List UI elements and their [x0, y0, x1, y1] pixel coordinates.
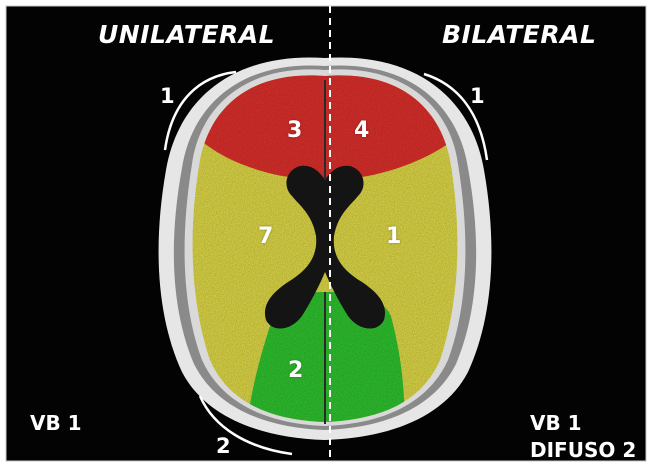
corner-right-line1: VB 1	[530, 410, 582, 437]
corner-left-label: VB 1	[30, 410, 82, 437]
unilateral-title: UNILATERAL	[98, 20, 275, 49]
region-middle-right-number: 1	[386, 224, 401, 249]
bracket-left-lower-label: 2	[216, 434, 231, 458]
region-posterior-number: 2	[288, 358, 303, 383]
corner-right-line2: DIFUSO 2	[530, 437, 636, 464]
bracket-right-upper-label: 1	[470, 84, 485, 108]
region-frontal-left-number: 3	[287, 118, 302, 143]
region-frontal-right-number: 4	[354, 118, 369, 143]
region-middle-left-number: 7	[258, 224, 273, 249]
bracket-left-upper-label: 1	[160, 84, 175, 108]
bilateral-title: BILATERAL	[442, 20, 596, 49]
